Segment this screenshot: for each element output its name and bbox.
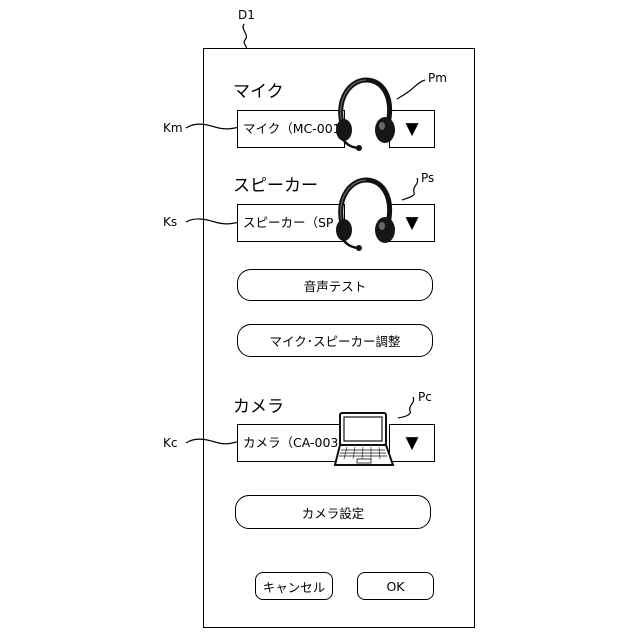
- mic-section-title: マイク: [233, 82, 284, 102]
- speaker-section-title: スピーカー: [233, 176, 318, 196]
- headset-icon: [330, 74, 398, 156]
- chevron-down-icon: ▼: [405, 213, 418, 233]
- mic-speaker-adjust-button[interactable]: マイク･スピーカー調整: [237, 324, 433, 357]
- ref-kc: Kc: [163, 436, 177, 450]
- camera-section-title: カメラ: [233, 397, 284, 417]
- ref-ks: Ks: [163, 215, 177, 229]
- speaker-select[interactable]: スピーカー（SP: [237, 204, 345, 242]
- chevron-down-icon: ▼: [405, 119, 418, 139]
- headset-icon: [330, 174, 398, 256]
- chevron-down-icon: ▼: [405, 433, 418, 453]
- ok-button[interactable]: OK: [357, 572, 434, 600]
- camera-select[interactable]: カメラ（CA-0034: [237, 424, 345, 462]
- mic-select[interactable]: マイク（MC-001: [237, 110, 345, 148]
- figure-label: D1: [238, 8, 255, 22]
- camera-settings-button[interactable]: カメラ設定: [235, 495, 431, 529]
- audio-test-button[interactable]: 音声テスト: [237, 269, 433, 301]
- cancel-button[interactable]: キャンセル: [255, 572, 333, 600]
- ref-km: Km: [163, 121, 183, 135]
- leader-d1: [243, 24, 246, 49]
- laptop-icon: [333, 409, 397, 473]
